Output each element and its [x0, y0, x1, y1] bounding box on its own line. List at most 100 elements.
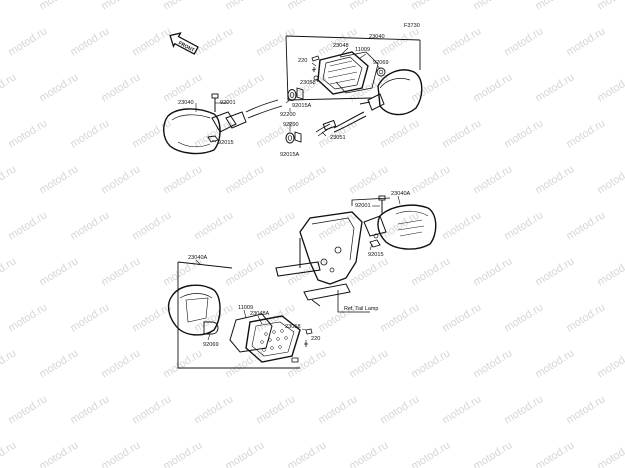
watermark-text: motod.ru — [223, 255, 266, 288]
watermark-text: motod.ru — [254, 209, 297, 242]
watermark-text: motod.ru — [223, 0, 266, 13]
callout-92015A-bottom: 92015A — [280, 152, 300, 158]
callout-92015-left: 92015 — [218, 140, 234, 146]
watermark-text: motod.ru — [533, 71, 576, 104]
watermark-text: motod.ru — [99, 255, 142, 288]
callout-labels: 23040 23048 11009 220 92069 23058 23040 … — [178, 34, 411, 348]
callout-11009-top: 11009 — [355, 47, 370, 53]
watermark-text: motod.ru — [37, 255, 80, 288]
watermark-text: motod.ru — [223, 163, 266, 196]
callout-23040-top: 23040 — [369, 34, 385, 40]
front-turn-signal-assembly — [163, 35, 423, 155]
watermark-text: motod.ru — [595, 71, 625, 104]
watermark-text: motod.ru — [440, 117, 483, 150]
watermark-text: motod.ru — [0, 71, 18, 104]
callout-23040A-low: 23040A — [188, 255, 208, 261]
callout-220-low: 220 — [311, 336, 320, 342]
watermark-text: motod.ru — [502, 117, 545, 150]
watermark-text: motod.ru — [6, 301, 49, 334]
watermark-text: motod.ru — [68, 393, 111, 426]
watermark-text: motod.ru — [285, 163, 328, 196]
rear-turn-signal-assembly — [167, 195, 437, 369]
watermark-text: motod.ru — [378, 209, 421, 242]
watermark-text: motod.ru — [99, 347, 142, 380]
watermark-text: motod.ru — [6, 25, 49, 58]
watermark-text: motod.ru — [254, 25, 297, 58]
watermark-text: motod.ru — [68, 209, 111, 242]
watermark-text: motod.ru — [130, 301, 173, 334]
watermark-text: motod.ru — [564, 25, 607, 58]
watermark-text: motod.ru — [99, 163, 142, 196]
watermark-text: motod.ru — [533, 439, 576, 468]
watermark-text: motod.ru — [285, 0, 328, 13]
watermark-text: motod.ru — [471, 0, 514, 13]
figure-code: F3730 — [404, 23, 420, 29]
watermark-text: motod.ru — [378, 25, 421, 58]
watermark-text: motod.ru — [409, 347, 452, 380]
watermark-text: motod.ru — [409, 0, 452, 13]
watermark-text: motod.ru — [378, 117, 421, 150]
watermark-text: motod.ru — [68, 117, 111, 150]
watermark-text: motod.ru — [68, 301, 111, 334]
watermark-text: motod.ru — [347, 255, 390, 288]
callout-92069-top: 92069 — [373, 60, 389, 66]
callout-220-top: 220 — [298, 58, 307, 64]
watermark-text: motod.ru — [99, 0, 142, 13]
watermark-text: motod.ru — [285, 439, 328, 468]
watermark-text: motod.ru — [37, 71, 80, 104]
watermark-text: motod.ru — [564, 117, 607, 150]
ref-tail-lamp-label: Ref. Tail Lamp — [344, 306, 378, 312]
watermark-text: motod.ru — [471, 439, 514, 468]
watermark-text: motod.ru — [161, 163, 204, 196]
watermark-text: motod.ru — [0, 347, 18, 380]
callout-23040-left: 23040 — [178, 100, 194, 106]
watermark-text: motod.ru — [533, 347, 576, 380]
watermark-text: motod.ru — [595, 163, 625, 196]
watermark-text: motod.ru — [161, 0, 204, 13]
watermark-text: motod.ru — [223, 439, 266, 468]
watermark-text: motod.ru — [161, 439, 204, 468]
watermark-text: motod.ru — [440, 25, 483, 58]
watermark-text: motod.ru — [161, 347, 204, 380]
watermark-text: motod.ru — [99, 71, 142, 104]
callout-92069-low: 92069 — [203, 342, 219, 348]
watermark-text: motod.ru — [130, 393, 173, 426]
watermark-text: motod.ru — [6, 393, 49, 426]
callout-leaders — [195, 47, 401, 344]
watermark-text: motod.ru — [37, 0, 80, 13]
callout-92200-a: 92200 — [280, 112, 296, 118]
watermark-text: motod.ru — [564, 301, 607, 334]
watermark-text: motod.ru — [595, 439, 625, 468]
watermark-text: motod.ru — [595, 0, 625, 13]
watermark-text: motod.ru — [533, 255, 576, 288]
watermark-text: motod.ru — [347, 347, 390, 380]
watermark-text: motod.ru — [440, 393, 483, 426]
watermark-text: motod.ru — [564, 393, 607, 426]
watermark-text: motod.ru — [471, 163, 514, 196]
callout-23048A: 23048A — [250, 311, 270, 317]
watermark-text: motod.ru — [502, 393, 545, 426]
watermark-text: motod.ru — [6, 209, 49, 242]
watermark-text: motod.ru — [409, 255, 452, 288]
watermark-text: motod.ru — [0, 439, 18, 468]
watermark-text: motod.ru — [37, 163, 80, 196]
callout-92015A-top: 92015A — [292, 103, 312, 109]
watermark-text: motod.ru — [68, 25, 111, 58]
watermark-text: motod.ru — [192, 209, 235, 242]
watermark-text: motod.ru — [347, 0, 390, 13]
watermark-text: motod.ru — [378, 301, 421, 334]
watermark-text: motod.ru — [440, 209, 483, 242]
watermark-text: motod.ru — [192, 25, 235, 58]
watermark-text: motod.ru — [37, 347, 80, 380]
watermark-text: motod.ru — [595, 347, 625, 380]
callout-11009-low: 11009 — [238, 305, 253, 311]
watermark-text: motod.ru — [285, 347, 328, 380]
watermark-text: motod.ru — [99, 439, 142, 468]
watermark-text: motod.ru — [533, 0, 576, 13]
watermark-text: motod.ru — [502, 25, 545, 58]
watermark-text: motod.ru — [6, 117, 49, 150]
callout-92001-mid: 92001 — [355, 203, 371, 209]
callout-23040A-right: 23040A — [391, 191, 411, 197]
watermark-text: motod.ru — [130, 209, 173, 242]
